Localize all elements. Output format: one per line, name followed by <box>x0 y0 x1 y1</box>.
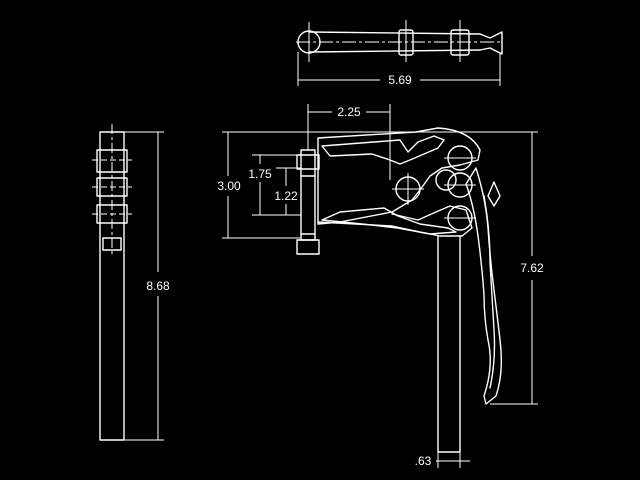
dim-jaw-height: 3.00 <box>217 179 241 193</box>
side-view: 8.68 <box>92 124 170 441</box>
top-handle-tip <box>479 31 503 55</box>
arm-window-lower <box>321 207 457 235</box>
spindle-shaft <box>300 149 316 241</box>
spindle-nut-bottom <box>296 239 320 255</box>
dim-bolt-spacing: 2.25 <box>337 105 361 119</box>
handle-inner-curve <box>483 195 496 389</box>
spindle-nut-top <box>296 154 320 170</box>
dim-base-width: .63 <box>415 454 432 468</box>
top-bar-edge-upper <box>308 31 481 35</box>
dim-overall-height: 8.68 <box>146 279 170 293</box>
top-view: 5.69 <box>296 20 503 87</box>
dim-handle-height: 7.62 <box>520 261 544 275</box>
handle-tip-notch <box>487 181 501 207</box>
dim-slot-height: 1.22 <box>274 189 298 203</box>
arm-window-upper <box>321 135 445 165</box>
front-view: 2.25 3.00 1.75 1.22 7.62 .63 <box>217 104 544 468</box>
top-bar-edge-lower <box>308 49 481 53</box>
link-circle <box>435 169 457 191</box>
clamp-arm-outline <box>317 127 481 225</box>
dim-top-width: 5.69 <box>388 73 412 87</box>
dim-inner-height: 1.75 <box>248 167 272 181</box>
